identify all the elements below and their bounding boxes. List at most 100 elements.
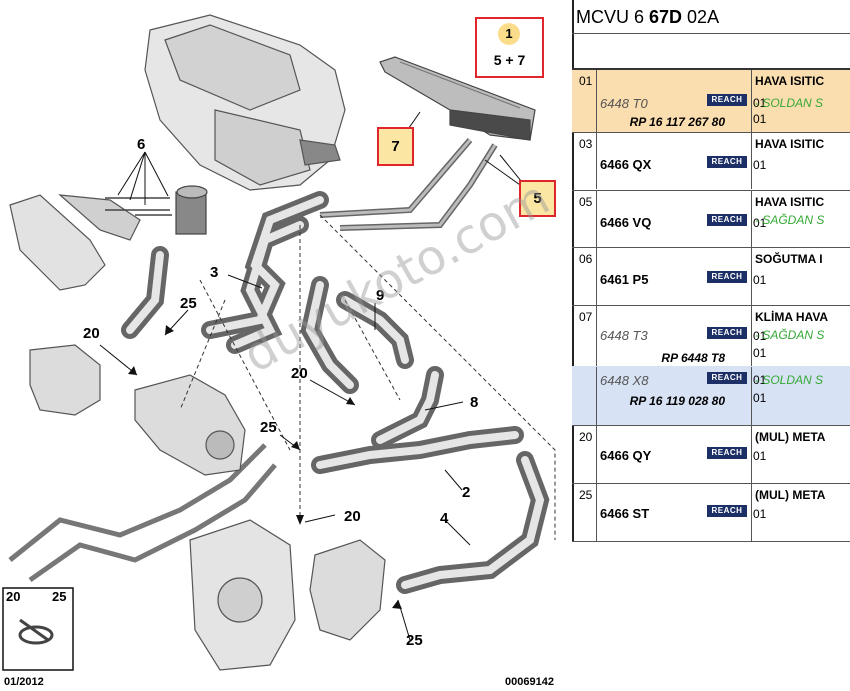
description: HAVA ISITIC (755, 137, 825, 151)
legend-box (2, 587, 74, 671)
part-cell: 6448 T3 REACH 01 RP 6448 T8 01 (597, 306, 766, 366)
table-row[interactable]: 05 6466 VQ REACH 01 HAVA ISITIC - SAĞDAN… (572, 190, 850, 247)
parts-list-panel: MCVU 6 67D 02A 01 6448 T0 REACH 01 RP 16… (572, 0, 850, 691)
model-suffix: 02A (682, 7, 720, 27)
ref-cell (572, 367, 597, 425)
reach-badge[interactable]: REACH (707, 447, 747, 459)
reach-badge[interactable]: REACH (707, 214, 747, 226)
description-sub: - SOLDAN S (755, 96, 824, 110)
heater-matrix (379, 56, 536, 141)
replacement-part[interactable]: RP 16 117 267 80 (629, 115, 725, 129)
reach-badge[interactable]: REACH (707, 271, 747, 283)
callout-6: 6 (137, 136, 146, 153)
model-bold: 67D (649, 7, 683, 27)
callout-20-a: 20 (83, 325, 100, 342)
engine-block (189, 519, 296, 671)
legend-number-25: 25 (52, 589, 67, 604)
reach-badge[interactable]: REACH (707, 156, 747, 168)
coolant-pipes (8, 443, 277, 583)
quantity: 01 (753, 273, 767, 287)
date-code: 01/2012 (4, 676, 44, 688)
reach-badge[interactable]: REACH (707, 327, 747, 339)
quantity: 01 (753, 112, 767, 126)
table-row[interactable]: 6448 X8 REACH 01 RP 16 119 028 80 01 - S… (572, 366, 850, 425)
ref-number: 07 (579, 310, 593, 324)
ref-number: 03 (579, 137, 593, 151)
valve (175, 185, 208, 235)
quantity: 01 (753, 216, 767, 230)
callout-20-c: 20 (344, 508, 361, 525)
ref-number: 01 (579, 74, 593, 88)
ref-cell: 01 (572, 70, 597, 132)
reach-badge[interactable]: REACH (707, 505, 747, 517)
model-prefix: MCVU 6 (576, 7, 650, 27)
desc-cell: (MUL) META (752, 484, 850, 541)
part-number: 6466 VQ (600, 215, 652, 230)
table-row[interactable]: 06 6461 P5 REACH 01 SOĞUTMA I (572, 247, 850, 305)
description: KLİMA HAVA (755, 310, 829, 324)
description: HAVA ISITIC (755, 74, 825, 88)
quantity: 01 (753, 329, 767, 343)
parts-diagram: 1 5 + 7 7 5 6 3 25 20 9 20 8 25 2 20 4 2… (2, 14, 559, 688)
part-cell: 6448 X8 REACH 01 RP 16 119 028 80 01 (597, 367, 766, 425)
label-box-top-number: 1 (498, 23, 520, 45)
desc-cell: KLİMA HAVA - SAĞDAN S (752, 306, 850, 366)
part-number: 6448 X8 (600, 373, 649, 388)
outlet-housing (309, 539, 386, 641)
quantity: 01 (753, 449, 767, 463)
ref-cell: 06 (572, 248, 597, 305)
panel-divider (572, 0, 574, 541)
table-row[interactable]: 25 6466 ST REACH 01 (MUL) META (572, 483, 850, 542)
ref-cell: 25 (572, 484, 597, 541)
table-row[interactable]: 20 6466 QY REACH 01 (MUL) META (572, 425, 850, 483)
legend-number-20: 20 (6, 589, 21, 604)
quantity: 01 (753, 96, 767, 110)
hvac-unit (144, 14, 346, 191)
table-row[interactable]: 07 6448 T3 REACH 01 RP 6448 T8 01 KLİMA … (572, 305, 850, 366)
description: (MUL) META (755, 488, 826, 502)
desc-cell: (MUL) META (752, 426, 850, 483)
table-row[interactable]: 01 6448 T0 REACH 01 RP 16 117 267 80 01 … (572, 68, 850, 132)
ref-number: 20 (579, 430, 593, 444)
label-box-7: 7 (377, 127, 414, 166)
part-number: 6448 T3 (600, 328, 648, 343)
ref-number: 06 (579, 252, 593, 266)
description-sub: - SOLDAN S (755, 373, 824, 387)
part-number: 6448 T0 (600, 96, 648, 111)
part-number: 6466 ST (600, 506, 650, 521)
label-box-sub: 5 + 7 (493, 52, 526, 68)
replacement-part[interactable]: RP 16 119 028 80 (629, 394, 725, 408)
desc-cell: HAVA ISITIC - SOLDAN S (752, 70, 850, 132)
table-row[interactable]: 03 6466 QX REACH 01 HAVA ISITIC (572, 132, 850, 189)
part-cell: 6448 T0 REACH 01 RP 16 117 267 80 01 (597, 70, 766, 132)
desc-cell: HAVA ISITIC - SAĞDAN S (752, 191, 850, 247)
description: (MUL) META (755, 430, 826, 444)
replacement-part[interactable]: RP 6448 T8 (661, 351, 725, 365)
part-cell: 6466 ST REACH 01 (597, 484, 766, 541)
image-code: 00069142 (505, 676, 554, 688)
quantity: 01 (753, 507, 767, 521)
callout-25-c: 25 (406, 632, 423, 649)
callout-25-b: 25 (260, 419, 277, 436)
ref-number: 05 (579, 195, 593, 209)
callout-9: 9 (376, 287, 385, 304)
callout-25-a: 25 (180, 295, 197, 312)
desc-cell: - SOLDAN S (752, 367, 850, 425)
part-cell: 6461 P5 REACH 01 (597, 248, 766, 305)
reach-badge[interactable]: REACH (707, 372, 747, 384)
reach-badge[interactable]: REACH (707, 94, 747, 106)
ref-cell: 20 (572, 426, 597, 483)
quantity: 01 (753, 373, 767, 387)
description: SOĞUTMA I (755, 252, 823, 266)
part-number: 6466 QY (600, 448, 652, 463)
ref-cell: 07 (572, 306, 597, 366)
callout-8: 8 (470, 394, 479, 411)
description-sub: - SAĞDAN S (755, 213, 825, 227)
header-rule (572, 33, 850, 34)
expansion-tank (9, 194, 141, 291)
desc-cell: SOĞUTMA I (752, 248, 850, 305)
water-pump (134, 374, 246, 476)
callout-2: 2 (462, 484, 471, 501)
ref-number: 25 (579, 488, 593, 502)
label-box-1-5-7: 1 5 + 7 (475, 17, 544, 78)
